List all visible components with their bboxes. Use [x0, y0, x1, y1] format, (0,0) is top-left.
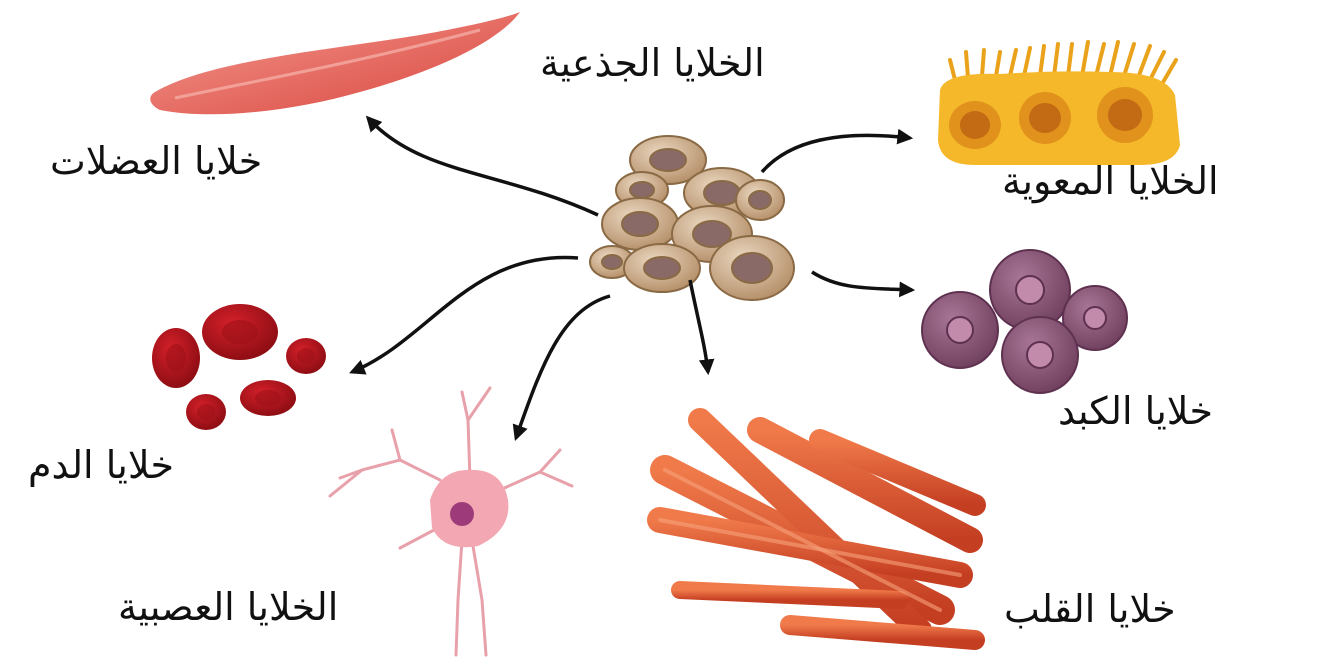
liver-cells-label: خلايا الكبد: [1058, 392, 1213, 430]
arrow-to-intestinal: [762, 135, 910, 172]
heart-cells-label: خلايا القلب: [1004, 590, 1176, 628]
arrow-to-heart: [690, 280, 708, 372]
muscle-cell: [150, 12, 520, 114]
blood-cells: [152, 304, 326, 430]
nerve-cells-label: الخلايا العصبية: [118, 588, 338, 626]
intestinal-cells-label: الخلايا المعوية: [1002, 162, 1219, 200]
heart-cells: [660, 420, 975, 640]
arrow-to-liver: [812, 272, 912, 290]
muscle-cells-label: خلايا العضلات: [50, 142, 262, 180]
nerve-cell: [330, 388, 572, 655]
arrow-to-nerve: [516, 296, 610, 438]
stem-cells-label: الخلايا الجذعية: [540, 44, 765, 82]
intestinal-cells: [938, 42, 1180, 165]
stem-cells: [590, 136, 794, 300]
blood-cells-label: خلايا الدم: [28, 446, 174, 484]
arrow-to-blood: [352, 257, 578, 372]
liver-cells: [922, 250, 1127, 393]
arrow-to-muscle: [368, 118, 598, 215]
